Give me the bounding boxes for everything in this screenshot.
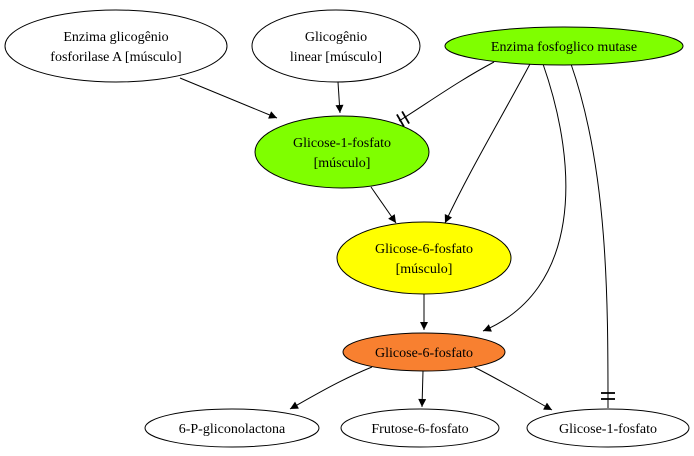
node-shape — [444, 26, 684, 66]
node-shape — [251, 9, 421, 83]
node-shape — [342, 332, 506, 372]
nodes-layer: Enzima glicogênio fosforilase A [músculo]… — [4, 9, 690, 448]
node-linear-glycogen: Glicogênio linear [músculo] — [251, 9, 421, 83]
node-label: Enzima fosfoglico mutase — [491, 40, 637, 55]
tee-head-phosphoglucomutase-to-g1p_muscle — [396, 110, 410, 128]
edge-glycogen_phosphorylase-to-g1p_muscle — [179, 77, 278, 119]
node-label: Enzima glicogênio — [63, 30, 168, 45]
node-label: 6-P-gliconolactona — [179, 422, 286, 437]
edge-g6p-to-gluconolactone — [289, 366, 373, 410]
node-gluconolactone: 6-P-gliconolactona — [144, 408, 320, 448]
node-label: [músculo] — [314, 156, 371, 171]
node-g6p: Glicose-6-fosfato — [342, 332, 506, 372]
node-g1p-muscle: Glicose-1-fosfato [músculo] — [254, 115, 430, 189]
node-shape — [144, 408, 320, 448]
node-label: Glicose-6-fosfato — [375, 242, 473, 257]
node-phosphoglucomutase: Enzima fosfoglico mutase — [444, 26, 684, 66]
node-g1p: Glicose-1-fosfato — [526, 408, 690, 448]
node-glycogen-phosphorylase: Enzima glicogênio fosforilase A [músculo] — [4, 9, 228, 83]
node-fructose6p: Frutose-6-fosfato — [340, 408, 500, 448]
edge-phosphoglucomutase-to-g1p_muscle — [398, 61, 495, 122]
node-shape — [254, 115, 430, 189]
node-label: Frutose-6-fosfato — [371, 422, 468, 437]
node-label: Glicose-1-fosfato — [559, 422, 657, 437]
node-label: Glicose-1-fosfato — [293, 136, 391, 151]
node-shape — [4, 9, 228, 83]
edge-g6p-to-fructose6p — [418, 370, 427, 408]
node-label: [músculo] — [396, 262, 453, 277]
node-label: Glicogênio — [305, 30, 367, 45]
tee-head-phosphoglucomutase-to-g1p — [601, 392, 615, 400]
edge-linear_glycogen-to-g1p_muscle — [335, 81, 344, 114]
node-g6p-muscle: Glicose-6-fosfato [músculo] — [336, 221, 512, 295]
node-label: Glicose-6-fosfato — [375, 346, 473, 361]
edges-layer — [179, 61, 615, 411]
node-shape — [526, 408, 690, 448]
node-shape — [336, 221, 512, 295]
node-shape — [340, 408, 500, 448]
node-label: linear [músculo] — [290, 50, 382, 65]
edge-g1p_muscle-to-g6p_muscle — [370, 186, 397, 224]
edge-phosphoglucomutase-to-g6p — [482, 63, 567, 332]
edge-phosphoglucomutase-to-g1p — [570, 63, 609, 409]
node-label: fosforilase A [músculo] — [50, 50, 181, 65]
edge-phosphoglucomutase-to-g6p_muscle — [444, 63, 531, 224]
edge-g6p-to-g1p — [473, 366, 553, 411]
